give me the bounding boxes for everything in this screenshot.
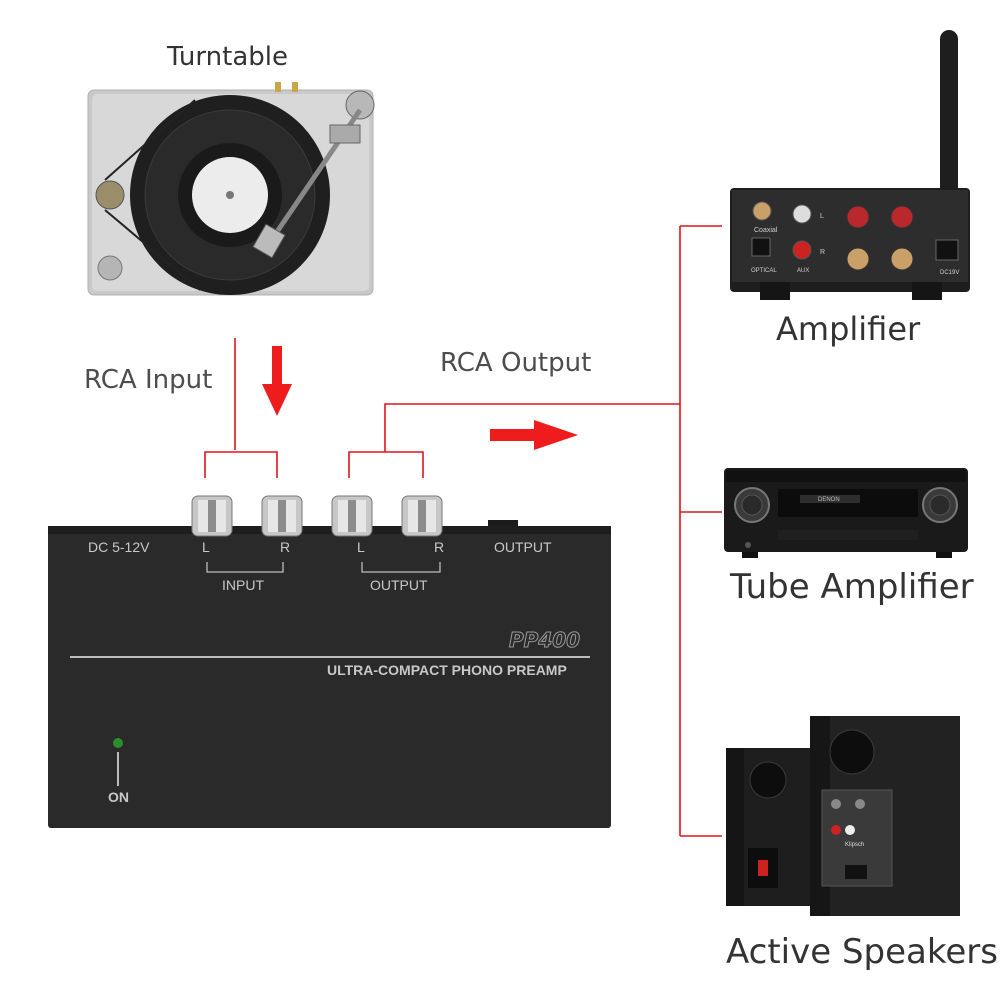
- active-speakers-label: Active Speakers: [726, 932, 998, 972]
- preamp-input-label: INPUT: [222, 577, 264, 593]
- preamp-power-label: ON: [108, 789, 129, 805]
- preamp-out-r: R: [434, 539, 444, 555]
- amp-coaxial: Coaxial: [754, 227, 778, 234]
- power-led-icon: [113, 738, 123, 748]
- rca-input-label: RCA Input: [84, 365, 213, 395]
- amp-optical: OPTICAL: [751, 268, 777, 274]
- right-arrow-icon: [490, 420, 578, 450]
- amp-l: L: [820, 213, 824, 220]
- turntable-image: [87, 82, 375, 296]
- tube-amplifier-label: Tube Amplifier: [730, 567, 974, 607]
- speaker-brand: Klipsch: [845, 842, 864, 848]
- preamp-in-l: L: [202, 539, 210, 555]
- amp-r: R: [820, 249, 825, 256]
- down-arrow-icon: [262, 346, 292, 416]
- rca-jack-output-l: [331, 495, 373, 537]
- tube-amplifier-image: DENON: [724, 468, 968, 558]
- rca-jack-output-r: [401, 495, 443, 537]
- preamp-dc: DC 5-12V: [88, 539, 150, 555]
- rca-output-label: RCA Output: [440, 348, 592, 378]
- rca-jack-input-r: [261, 495, 303, 537]
- amp-dc: DC19V: [940, 270, 959, 276]
- amplifier-label: Amplifier: [776, 310, 921, 348]
- preamp-out-l: L: [357, 539, 365, 555]
- preamp-device: DC 5-12V L R INPUT L R OUTPUT OUTPUT PP4…: [48, 495, 611, 828]
- turntable-label: Turntable: [167, 42, 288, 72]
- amplifier-image: Coaxial OPTICAL AUX DC19V L R: [730, 30, 970, 300]
- preamp-output-label: OUTPUT: [370, 577, 428, 593]
- connection-lines: [204, 225, 722, 837]
- preamp-in-r: R: [280, 539, 290, 555]
- rca-jack-input-l: [191, 495, 233, 537]
- preamp-model: PP400: [509, 628, 580, 652]
- preamp-output-right: OUTPUT: [494, 539, 552, 555]
- amp-aux: AUX: [797, 268, 809, 274]
- receiver-brand: DENON: [818, 497, 840, 503]
- preamp-subtitle: ULTRA-COMPACT PHONO PREAMP: [327, 662, 567, 678]
- active-speakers-image: Klipsch: [726, 716, 960, 916]
